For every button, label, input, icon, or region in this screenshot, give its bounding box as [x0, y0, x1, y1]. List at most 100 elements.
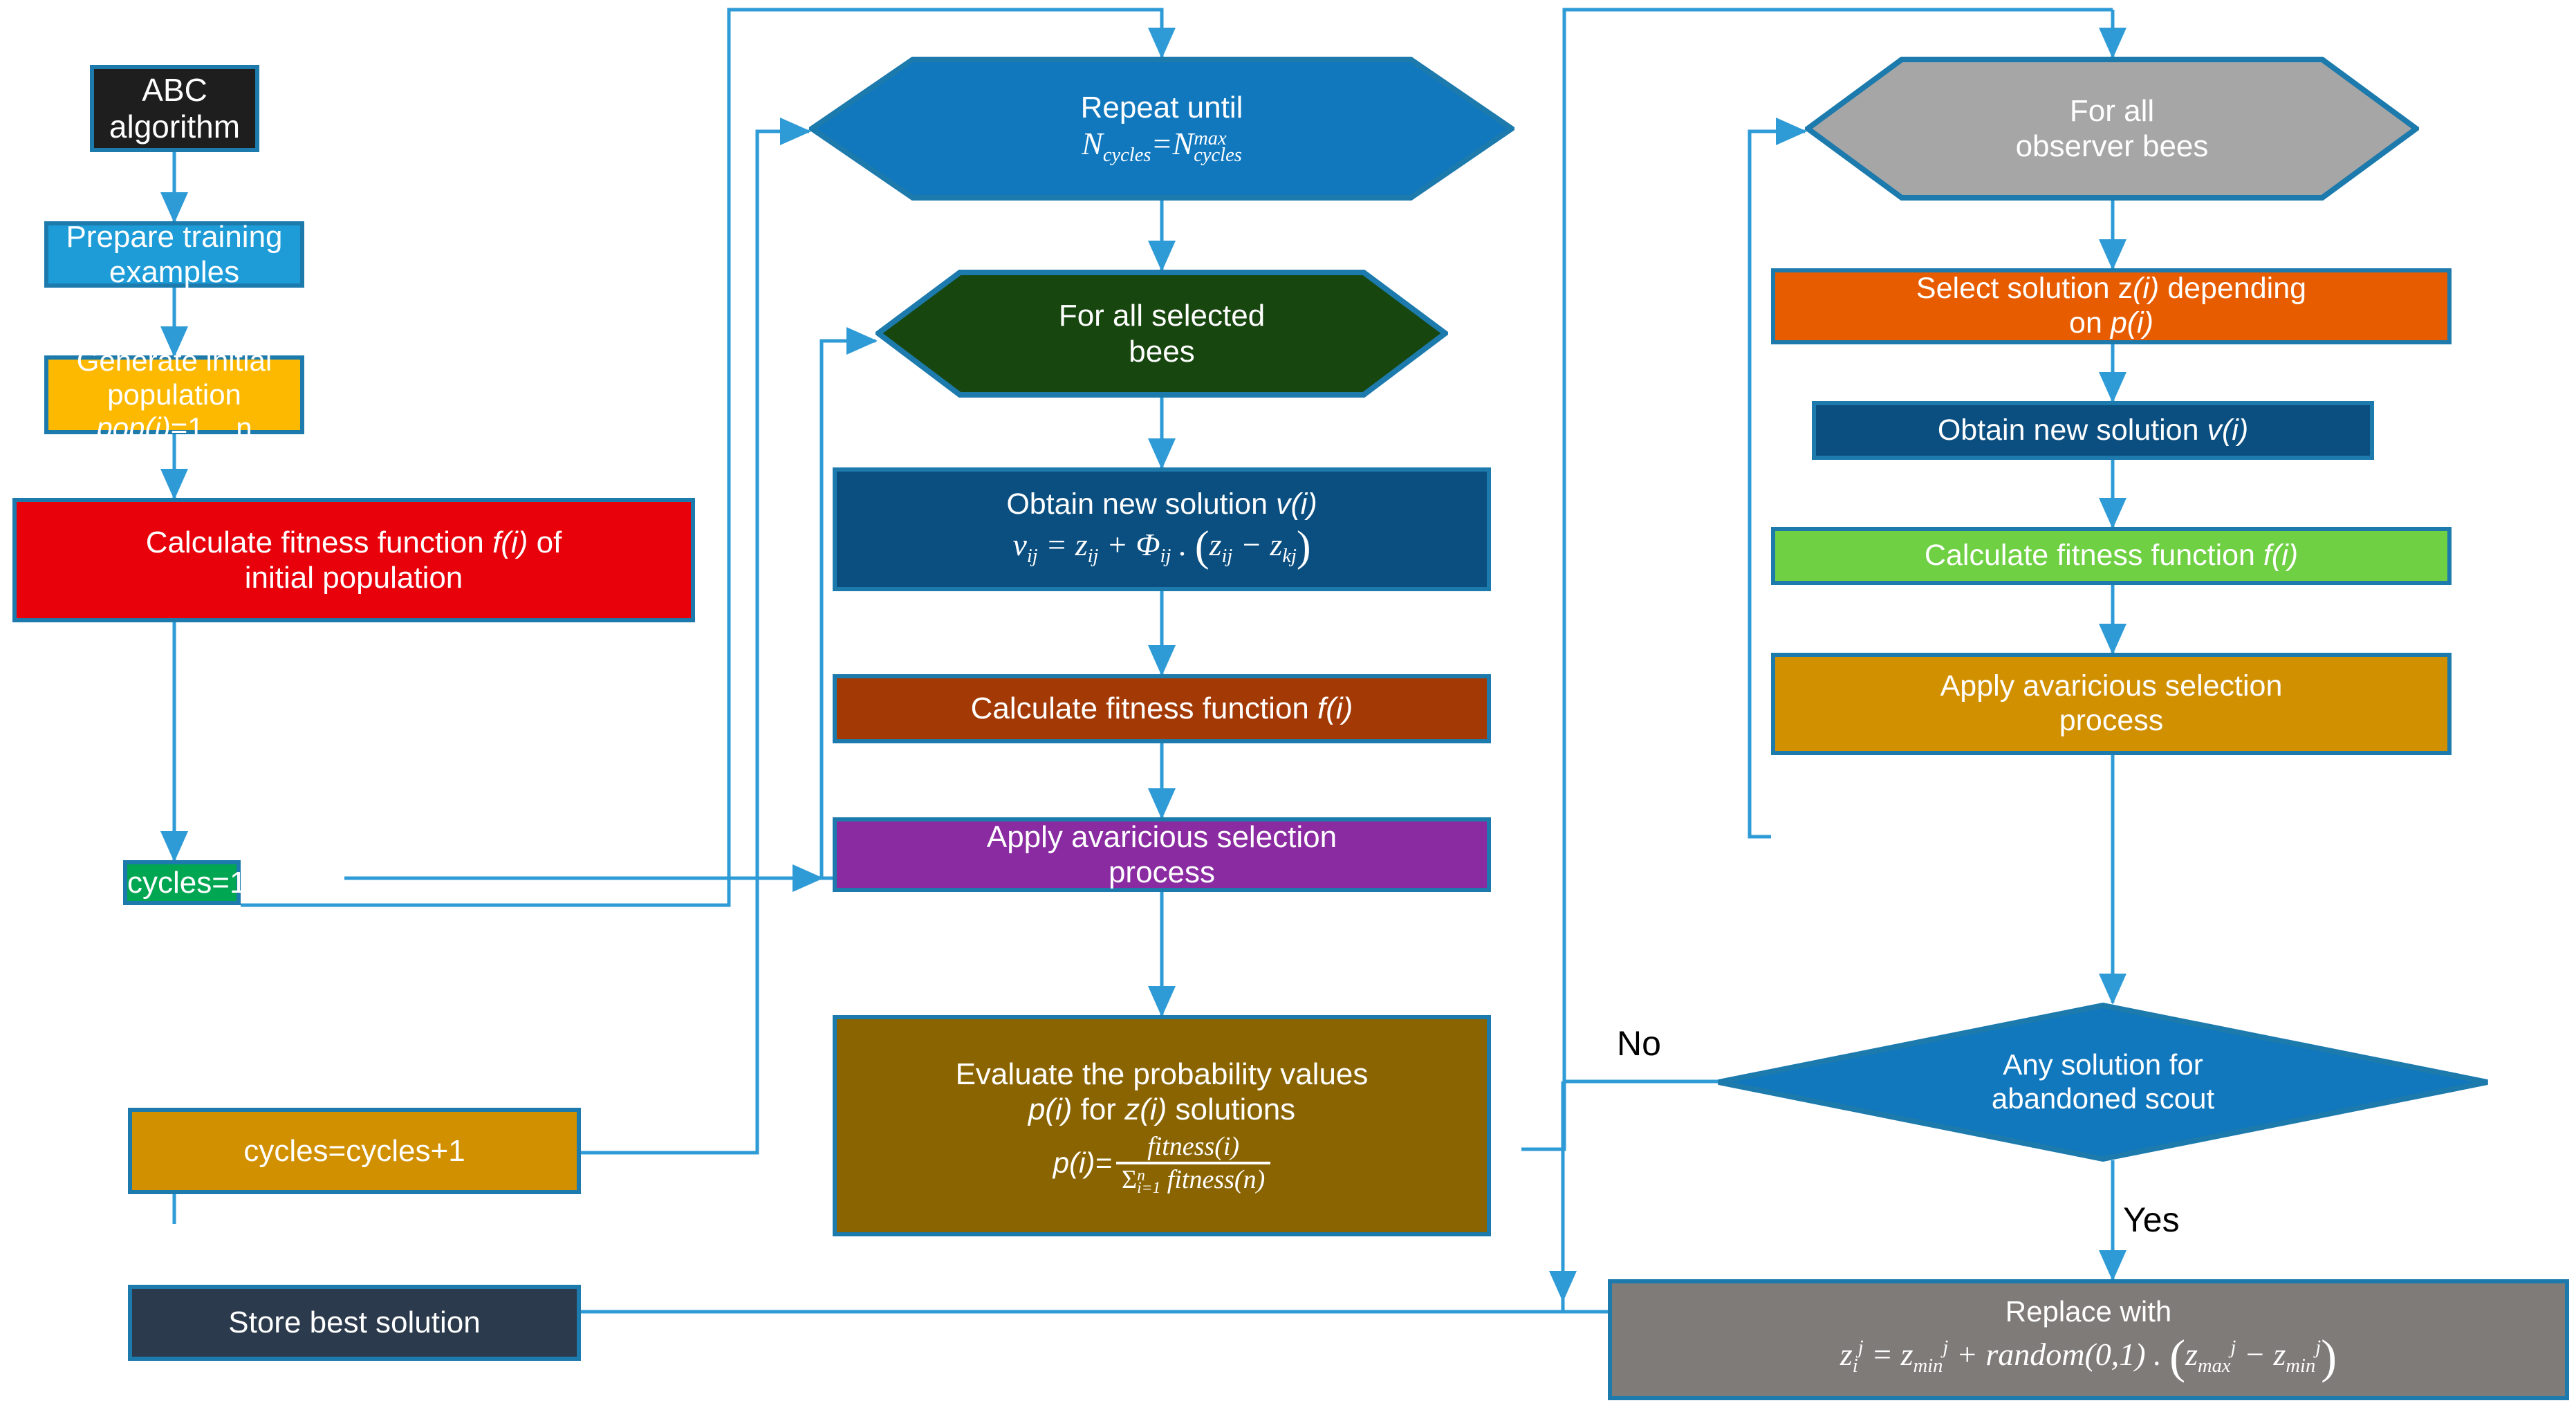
eval-sigma-sup: n	[1137, 1166, 1145, 1184]
node-label: For all observer bees	[1805, 93, 2419, 164]
node-calculate-fitness-initial-population[interactable]: Calculate fitness function f(i) of initi…	[12, 498, 695, 622]
node-for-all-observer-bees[interactable]: For all observer bees	[1805, 57, 2419, 201]
node-any-solution-abandoned-scout[interactable]: Any solution for abandoned scout	[1716, 1003, 2490, 1162]
obtain-mid-l1b: v(i)	[1275, 487, 1317, 521]
select-l2b: p(i)	[2110, 306, 2153, 340]
node-prepare-training-examples[interactable]: Prepare training examples	[44, 219, 304, 289]
node-label: Select solution z(i) depending on p(i)	[1775, 272, 2447, 341]
calc-init-l2: initial population	[244, 561, 463, 595]
calc-init-l1c: of	[528, 525, 562, 559]
edge-replace-to-store	[1561, 1081, 1565, 1310]
eval-l2c: z(i)	[1124, 1092, 1167, 1126]
obtain-mid-l1a: Obtain new solution	[1006, 487, 1276, 521]
node-label: Obtain new solution v(i) vij = zij + Φij…	[837, 487, 1487, 572]
node-label: Calculate fitness function f(i) of initi…	[17, 525, 691, 595]
edge-mid-loop-back-line	[819, 339, 846, 880]
eval-l1: Evaluate the probability values	[955, 1057, 1369, 1091]
node-label: Calculate fitness function f(i)	[837, 691, 1487, 726]
node-cycles-increment[interactable]: cycles=cycles+1	[128, 1108, 581, 1194]
edge-label-no: No	[1617, 1024, 1661, 1063]
calc-init-l1a: Calculate fitness function	[145, 525, 493, 559]
node-label: ABC algorithm	[109, 71, 241, 145]
obtain-mid-formula: vij = zij + Φij . (zij − zkj)	[1012, 523, 1311, 570]
repeat-N1: N	[1082, 126, 1103, 162]
repeat-eq: =N	[1151, 126, 1194, 162]
hexagon-shape	[875, 270, 1448, 398]
select-l1b: (i)	[2133, 272, 2160, 306]
hexagon-shape	[809, 57, 1514, 201]
node-calculate-fitness-right[interactable]: Calculate fitness function f(i)	[1771, 527, 2452, 585]
repeat-sub1: cycles	[1102, 145, 1151, 167]
repeat-l1: Repeat until	[1080, 91, 1243, 125]
node-calculate-fitness-mid[interactable]: Calculate fitness function f(i)	[833, 674, 1491, 743]
selected-l2: bees	[1129, 334, 1195, 369]
select-l2a: on	[2069, 306, 2111, 340]
node-label: Apply avaricious selection process	[837, 819, 1487, 890]
replace-l1: Replace with	[2005, 1295, 2172, 1328]
generate-line2-rest: =1....n	[170, 411, 252, 445]
node-label: Generate initial population pop(i)=1....…	[48, 344, 300, 445]
obtain-right-b: v(i)	[2207, 413, 2249, 447]
node-cycles-equals-1[interactable]: cycles=1	[123, 860, 247, 905]
node-label: Any solution for abandoned scout	[1716, 1048, 2490, 1115]
calc-mid-a: Calculate fitness function	[970, 691, 1318, 726]
calc-mid-b: f(i)	[1317, 691, 1353, 726]
node-label: cycles=1	[127, 865, 247, 900]
node-replace-with[interactable]: Replace with zij = zminj + random(0,1) .…	[1608, 1279, 2569, 1400]
node-apply-avaricious-mid[interactable]: Apply avaricious selection process	[833, 817, 1491, 892]
calc-right-b: f(i)	[2263, 539, 2299, 573]
replace-formula: zij = zminj + random(0,1) . (zmaxj − zmi…	[1840, 1330, 2337, 1383]
node-select-solution-depending-on-p[interactable]: Select solution z(i) depending on p(i)	[1771, 268, 2452, 344]
generate-line2-var: pop(i)	[96, 411, 171, 445]
any-solution-l2: abandoned scout	[1991, 1082, 2215, 1115]
node-for-all-selected-bees[interactable]: For all selected bees	[875, 270, 1448, 398]
apply-right-l2: process	[2059, 704, 2164, 737]
calc-right-a: Calculate fitness function	[1924, 539, 2263, 573]
obtain-right-a: Obtain new solution	[1937, 413, 2207, 447]
eval-den-rest: fitness(n)	[1167, 1165, 1266, 1195]
node-label: cycles=cycles+1	[243, 1133, 465, 1168]
repeat-sub2: cycles	[1194, 144, 1242, 166]
node-label: Repeat until Ncycles=N max cycles	[809, 90, 1514, 167]
edge-label-yes: Yes	[2123, 1200, 2180, 1239]
eval-lhs: p(i)=	[1053, 1146, 1112, 1179]
node-evaluate-probability-values[interactable]: Evaluate the probability values p(i) for…	[833, 1015, 1491, 1236]
repeat-sup: max	[1194, 128, 1227, 150]
eval-sigma-sub: i=1	[1137, 1179, 1161, 1198]
node-generate-initial-population[interactable]: Generate initial population pop(i)=1....…	[44, 344, 304, 444]
node-label: Obtain new solution v(i)	[1816, 414, 2370, 448]
apply-right-l1: Apply avaricious selection	[1940, 669, 2283, 703]
select-l1a: Select solution z	[1916, 272, 2133, 306]
selected-l1: For all selected	[1058, 299, 1266, 333]
any-solution-l1: Any solution for	[2003, 1048, 2203, 1081]
node-abc-algorithm[interactable]: ABC algorithm	[90, 65, 259, 152]
node-obtain-new-solution-mid[interactable]: Obtain new solution v(i) vij = zij + Φij…	[833, 467, 1491, 591]
observer-l2: observer bees	[2015, 129, 2209, 163]
node-repeat-until[interactable]: Repeat until Ncycles=N max cycles	[809, 57, 1514, 201]
node-label: Prepare training examples	[66, 219, 283, 289]
node-label: Store best solution	[228, 1306, 481, 1340]
node-store-best-solution[interactable]: Store best solution	[128, 1285, 581, 1361]
node-label: For all selected bees	[875, 298, 1448, 369]
eval-l2d: solutions	[1167, 1092, 1296, 1126]
node-label: Calculate fitness function f(i)	[1775, 539, 2447, 573]
node-label: Replace with zij = zminj + random(0,1) .…	[1612, 1295, 2565, 1384]
observer-l1: For all	[2069, 93, 2155, 128]
node-label: Apply avaricious selection process	[1775, 669, 2447, 738]
node-apply-avaricious-right[interactable]: Apply avaricious selection process	[1771, 653, 2452, 755]
hexagon-shape	[1805, 57, 2419, 201]
apply-mid-l2: process	[1108, 855, 1216, 889]
diamond-shape	[1718, 1003, 2488, 1162]
calc-init-l1b: f(i)	[492, 525, 528, 559]
node-label: Evaluate the probability values p(i) for…	[837, 1057, 1487, 1198]
eval-numerator: fitness(i)	[1147, 1131, 1240, 1161]
eval-l2a: p(i)	[1028, 1092, 1073, 1126]
generate-line1: Generate initial population	[76, 344, 272, 411]
node-obtain-new-solution-right[interactable]: Obtain new solution v(i)	[1812, 401, 2374, 460]
eval-sigma: Σ	[1121, 1165, 1138, 1195]
apply-mid-l1: Apply avaricious selection	[986, 819, 1337, 854]
select-l1c: depending	[2159, 272, 2307, 306]
